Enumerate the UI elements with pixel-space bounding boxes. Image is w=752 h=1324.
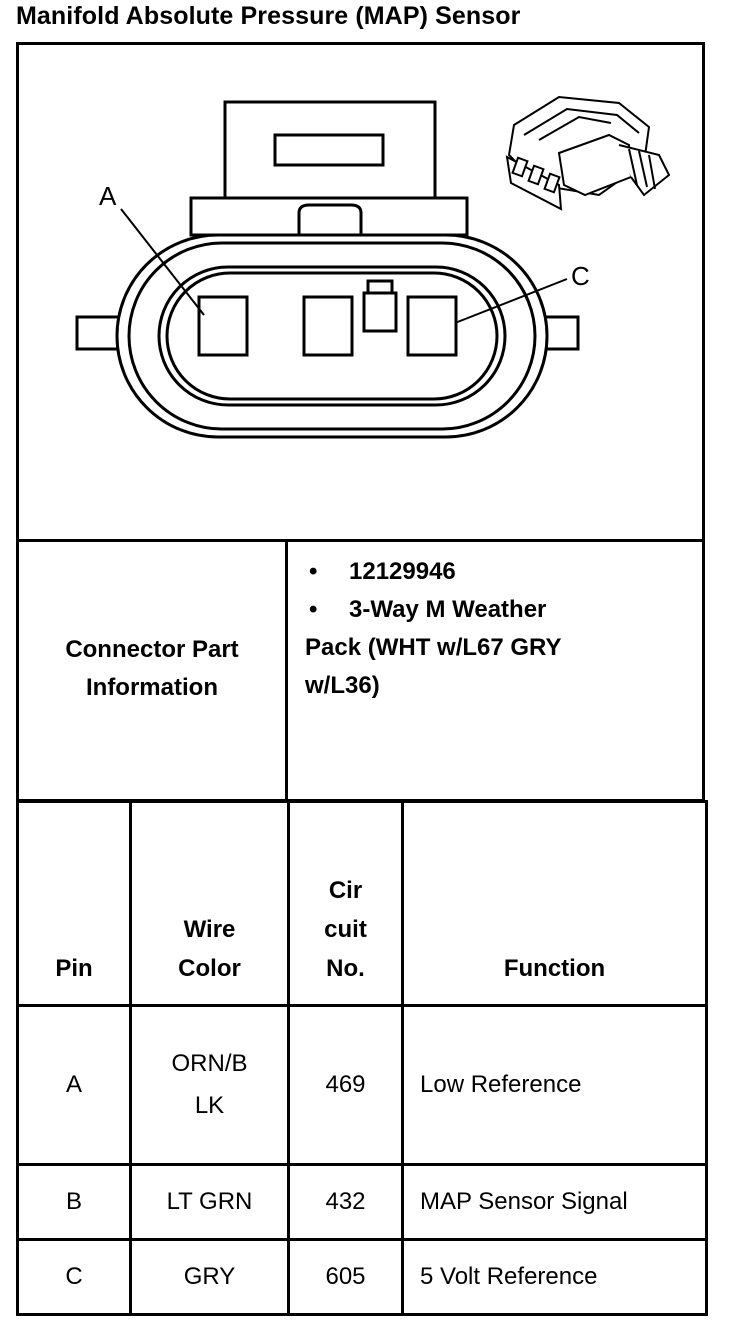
cell-wire-color: GRY — [129, 1238, 290, 1316]
connector-thumbnail-icon — [505, 95, 671, 211]
bullet-item: •12129946 — [309, 558, 456, 585]
connector-info-label-line1: Connector Part — [65, 636, 239, 663]
cell-function: MAP Sensor Signal — [401, 1163, 708, 1241]
connector-type-cont-2: w/L36) — [305, 672, 380, 699]
cell-pin: B — [16, 1163, 132, 1241]
cell-circuit: 469 — [287, 1004, 404, 1166]
cell-circuit: 432 — [287, 1163, 404, 1241]
cell-circuit: 605 — [287, 1238, 404, 1316]
cell-pin: A — [16, 1004, 132, 1166]
connector-info-value: •12129946 •3-Way M Weather Pack (WHT w/L… — [305, 553, 705, 705]
page-title: Manifold Absolute Pressure (MAP) Sensor — [16, 2, 521, 30]
cell-function: Low Reference — [401, 1004, 708, 1166]
connector-info-row: Connector Part Information •12129946 •3-… — [16, 539, 705, 802]
cell-pin: C — [16, 1238, 132, 1316]
callout-label-a: A — [99, 181, 117, 211]
header-pin: Pin — [16, 800, 132, 1007]
cell-function: 5 Volt Reference — [401, 1238, 708, 1316]
callout-label-c: C — [571, 261, 590, 291]
table-row: C GRY 605 5 Volt Reference — [16, 1238, 708, 1316]
header-function: Function — [401, 800, 708, 1007]
connector-type: 3-Way M Weather — [349, 596, 547, 623]
table-row: B LT GRN 432 MAP Sensor Signal — [16, 1163, 708, 1241]
connector-diagram: A C — [16, 42, 705, 542]
connector-face-drawing: A C — [75, 95, 671, 439]
cell-wire-color: LT GRN — [129, 1163, 290, 1241]
connector-info-label-line2: Information — [85, 674, 218, 701]
connector-type-cont-1: Pack (WHT w/L67 GRY — [305, 634, 562, 661]
connector-info-label: Connector Part Information — [19, 539, 288, 799]
bullet-item: •3-Way M Weather — [309, 596, 547, 623]
part-number: 12129946 — [349, 558, 456, 585]
